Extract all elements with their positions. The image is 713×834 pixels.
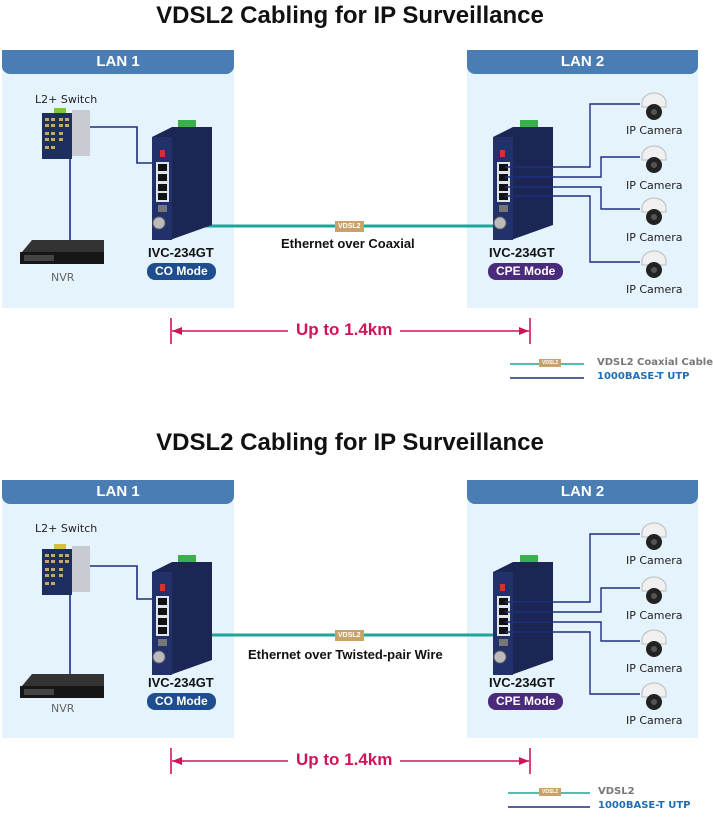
- vdsl2-link-tag: VDSL2: [335, 221, 364, 232]
- lan2-header: LAN 2: [467, 50, 698, 74]
- cpe-device-model: IVC-234GT: [489, 675, 555, 690]
- ip-camera-icon: [641, 576, 667, 604]
- cpe-mode-badge: CPE Mode: [488, 693, 564, 710]
- legend-vdsl2-label: VDSL2: [598, 786, 635, 797]
- l2-switch-icon: [42, 544, 90, 595]
- ivc-234gt-cpe-device-icon: [493, 120, 553, 240]
- diagram-coaxial: VDSL2 Cabling for IP Surveillance LAN 1 …: [0, 0, 713, 407]
- ip-camera-icon: [641, 92, 667, 120]
- camera-label: IP Camera: [626, 554, 683, 567]
- link-caption: Ethernet over Twisted-pair Wire: [248, 647, 443, 662]
- camera-label: IP Camera: [626, 231, 683, 244]
- utp-cable-camera-1: [505, 103, 640, 168]
- switch-label: L2+ Switch: [35, 522, 98, 535]
- cpe-device-model: IVC-234GT: [489, 245, 555, 260]
- co-mode-badge: CO Mode: [147, 263, 216, 280]
- ip-camera-icon: [641, 629, 667, 657]
- diagram-twisted-pair: VDSL2 Cabling for IP Surveillance LAN 1 …: [0, 427, 700, 834]
- utp-cable-camera-3: [505, 621, 640, 642]
- legend-utp-label: 1000BASE-T UTP: [598, 800, 691, 811]
- legend-vdsl2-tag: VDSL2: [539, 788, 562, 796]
- cpe-mode-badge: CPE Mode: [488, 263, 564, 280]
- utp-cable-camera-3: [505, 186, 640, 210]
- nvr-icon: [20, 240, 104, 264]
- nvr-label: NVR: [51, 271, 75, 284]
- switch-label: L2+ Switch: [35, 93, 98, 106]
- diagram-graphics: [20, 92, 667, 379]
- utp-cable-camera-1: [505, 533, 640, 603]
- utp-cable-switch-to-co: [88, 126, 156, 164]
- lan1-header: LAN 1: [2, 480, 234, 504]
- legend-utp-label: 1000BASE-T UTP: [597, 371, 690, 382]
- utp-cable-camera-4: [505, 195, 640, 263]
- co-device-model: IVC-234GT: [148, 675, 214, 690]
- lan2-header: LAN 2: [467, 480, 698, 504]
- camera-label: IP Camera: [626, 179, 683, 192]
- distance-label: Up to 1.4km: [288, 320, 401, 340]
- camera-label: IP Camera: [626, 714, 683, 727]
- camera-label: IP Camera: [626, 609, 683, 622]
- ivc-234gt-cpe-device-icon: [493, 555, 553, 675]
- ivc-234gt-co-device-icon: [152, 120, 212, 240]
- camera-label: IP Camera: [626, 662, 683, 675]
- distance-label: Up to 1.4km: [288, 750, 401, 770]
- link-caption: Ethernet over Coaxial: [281, 236, 415, 251]
- camera-label: IP Camera: [626, 124, 683, 137]
- ip-camera-icon: [641, 250, 667, 278]
- legend-coax-label: VDSL2 Coaxial Cable: [597, 357, 713, 368]
- ip-camera-icon: [641, 682, 667, 710]
- diagram-title: VDSL2 Cabling for IP Surveillance: [156, 2, 544, 29]
- nvr-label: NVR: [51, 702, 75, 715]
- legend-vdsl2-tag: VDSL2: [539, 359, 562, 367]
- diagram-graphics: [20, 522, 667, 808]
- utp-cable-camera-4: [505, 631, 640, 695]
- co-mode-badge: CO Mode: [147, 693, 216, 710]
- utp-cable-switch-to-co: [88, 565, 156, 600]
- utp-cable-camera-2: [505, 587, 640, 613]
- ip-camera-icon: [641, 197, 667, 225]
- camera-label: IP Camera: [626, 283, 683, 296]
- lan1-header: LAN 1: [2, 50, 234, 74]
- ip-camera-icon: [641, 522, 667, 550]
- co-device-model: IVC-234GT: [148, 245, 214, 260]
- nvr-icon: [20, 674, 104, 698]
- diagram-title: VDSL2 Cabling for IP Surveillance: [156, 429, 544, 456]
- l2-switch-icon: [42, 108, 90, 159]
- vdsl2-link-tag: VDSL2: [335, 630, 364, 641]
- utp-cable-camera-2: [505, 156, 640, 178]
- ivc-234gt-co-device-icon: [152, 555, 212, 675]
- ip-camera-icon: [641, 145, 667, 173]
